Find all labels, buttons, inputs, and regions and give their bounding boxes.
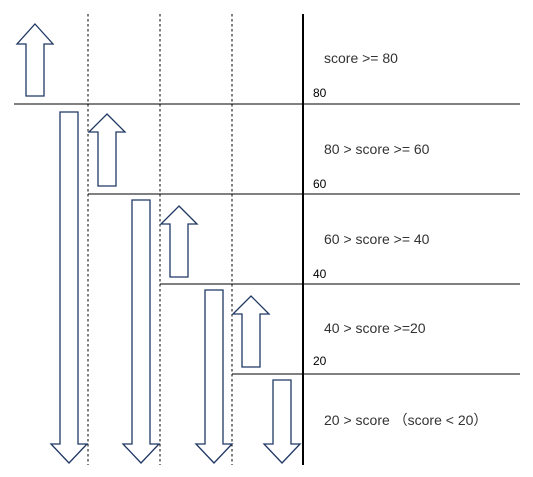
down-arrow-icon bbox=[121, 199, 161, 464]
threshold-label-80: 80 bbox=[313, 86, 327, 100]
threshold-label-60: 60 bbox=[313, 177, 327, 191]
up-arrow-icon bbox=[159, 205, 199, 278]
condition-label: 20 > score （score < 20） bbox=[324, 412, 488, 428]
condition-label: 60 > score >= 40 bbox=[324, 231, 430, 247]
down-arrow-icon bbox=[49, 111, 89, 464]
condition-label: score >= 80 bbox=[324, 50, 398, 66]
up-arrow-icon bbox=[15, 23, 55, 97]
threshold-label-40: 40 bbox=[313, 267, 327, 281]
up-arrow-icon bbox=[87, 113, 127, 187]
condition-label: 80 > score >= 60 bbox=[324, 141, 430, 157]
down-arrow-icon bbox=[194, 289, 234, 464]
up-arrow-icon bbox=[231, 295, 271, 368]
threshold-label-20: 20 bbox=[313, 354, 327, 368]
down-arrow-icon bbox=[262, 379, 302, 464]
condition-label: 40 > score >=20 bbox=[324, 320, 426, 336]
